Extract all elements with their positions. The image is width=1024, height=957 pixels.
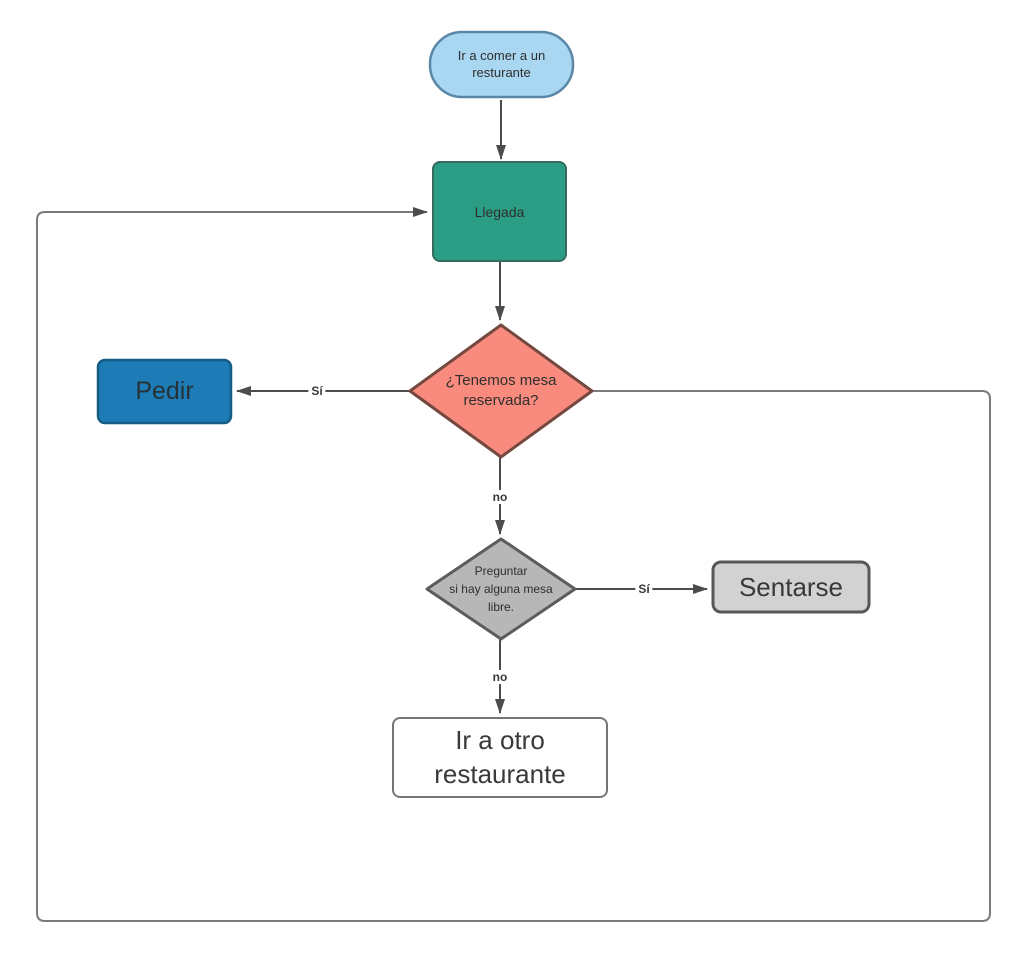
connector-loop-reserva-to-llegada (36, 207, 991, 922)
node-preguntar-diamond-shape (425, 537, 577, 641)
node-otro-shape (392, 717, 608, 798)
node-pedir-shape (96, 358, 233, 425)
node-start-shape (428, 30, 575, 99)
node-reserva-diamond-shape (408, 323, 594, 459)
node-llegada-shape (432, 161, 567, 262)
node-sentarse-shape (711, 560, 871, 614)
